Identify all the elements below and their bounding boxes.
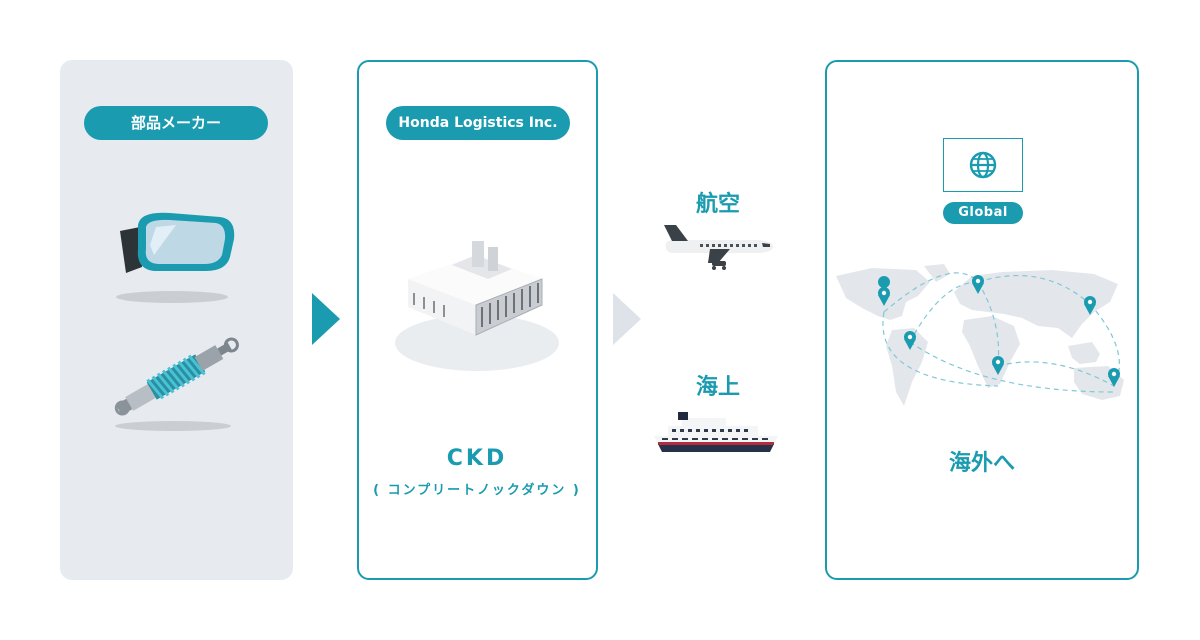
globe-icon — [969, 151, 997, 179]
arrow-right-light-icon — [613, 293, 641, 345]
airplane-icon — [664, 225, 774, 270]
parts-maker-panel — [60, 60, 293, 580]
ckd-subtitle: ( コンプリートノックダウン ) — [373, 483, 581, 498]
global-badge: Global — [943, 202, 1023, 224]
warehouse-icon — [395, 241, 559, 371]
air-transport-label: 航空 — [695, 192, 740, 217]
overseas-label: 海外へ — [948, 451, 1015, 476]
sea-transport-label: 海上 — [695, 375, 740, 400]
ship-icon — [654, 412, 778, 452]
ckd-title: CKD — [446, 446, 508, 471]
shock-absorber-icon — [114, 337, 239, 431]
world-map-icon — [836, 264, 1124, 406]
arrow-right-icon — [312, 293, 340, 345]
company-label: Honda Logistics Inc. — [386, 106, 570, 140]
globe-frame — [943, 138, 1023, 192]
car-mirror-icon — [116, 212, 235, 303]
parts-maker-label: 部品メーカー — [84, 106, 268, 140]
